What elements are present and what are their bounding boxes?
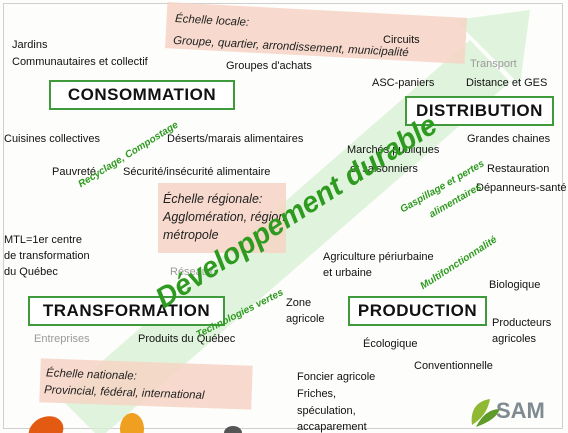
label-entreprises: Entreprises	[34, 333, 90, 345]
label-marches: Marchés publiques	[347, 144, 440, 156]
label-securite: Sécurité/insécurité alimentaire	[123, 166, 271, 178]
label-zone-line1: Zone	[286, 297, 312, 309]
regional-scale-line2: Agglomération, région,	[163, 210, 289, 224]
label-mtl-line3: du Québec	[4, 266, 58, 278]
label-foncier: Foncier agricole	[297, 371, 376, 383]
label-saisonniers: et saisonniers	[350, 163, 418, 175]
label-transport: Transport	[470, 58, 517, 70]
regional-scale-title: Échelle régionale:	[163, 192, 263, 206]
label-distance: Distance et GES	[466, 77, 548, 89]
label-circuits: Circuits	[383, 34, 420, 46]
label-jardins: Jardins	[12, 39, 48, 51]
label-asc-paniers: ASC-paniers	[372, 77, 435, 89]
regional-scale-band	[158, 183, 286, 253]
label-producteurs-line1: Producteurs	[492, 317, 552, 329]
label-communautaires: Communautaires et collectif	[12, 56, 148, 68]
label-deserts: Déserts/marais alimentaires	[167, 133, 304, 145]
label-mtl-line2: de transformation	[4, 250, 90, 262]
label-agriculture-line2: et urbaine	[323, 267, 372, 279]
consommation-box: CONSOMMATION	[49, 80, 235, 110]
label-zone-line2: agricole	[286, 313, 325, 325]
label-depanneurs: Dépanneurs-santé	[476, 182, 567, 194]
slide-frame	[3, 3, 563, 429]
label-friches: Friches,	[297, 388, 337, 400]
label-ecologique: Écologique	[363, 338, 418, 350]
label-restauration: Restauration	[487, 163, 550, 175]
sam-logo-text: SAM	[496, 398, 545, 423]
label-grandes-chaines: Grandes chaines	[467, 133, 551, 145]
sam-leaf-icon	[471, 399, 500, 427]
distribution-box: DISTRIBUTION	[405, 96, 554, 126]
regional-scale-line3: métropole	[163, 228, 219, 242]
label-groupes-achats: Groupes d'achats	[226, 60, 312, 72]
label-speculation: spéculation,	[297, 405, 356, 417]
label-pauvrete: Pauvreté	[52, 166, 97, 178]
label-reseaux: Réseaux	[170, 266, 214, 278]
label-mtl-line1: MTL=1er centre	[4, 234, 82, 246]
transformation-box: TRANSFORMATION	[28, 296, 225, 326]
label-biologique: Biologique	[489, 279, 541, 291]
label-cuisines: Cuisines collectives	[4, 133, 100, 145]
label-produits-quebec: Produits du Québec	[138, 333, 236, 345]
produce-decoration	[28, 413, 242, 433]
label-agriculture-line1: Agriculture périurbaine	[323, 251, 434, 263]
production-box: PRODUCTION	[348, 296, 487, 326]
label-accaparement: accaparement	[297, 421, 367, 433]
sam-logo: SAM	[466, 393, 562, 429]
label-conventionnelle: Conventionnelle	[414, 360, 493, 372]
label-producteurs-line2: agricoles	[492, 333, 537, 345]
